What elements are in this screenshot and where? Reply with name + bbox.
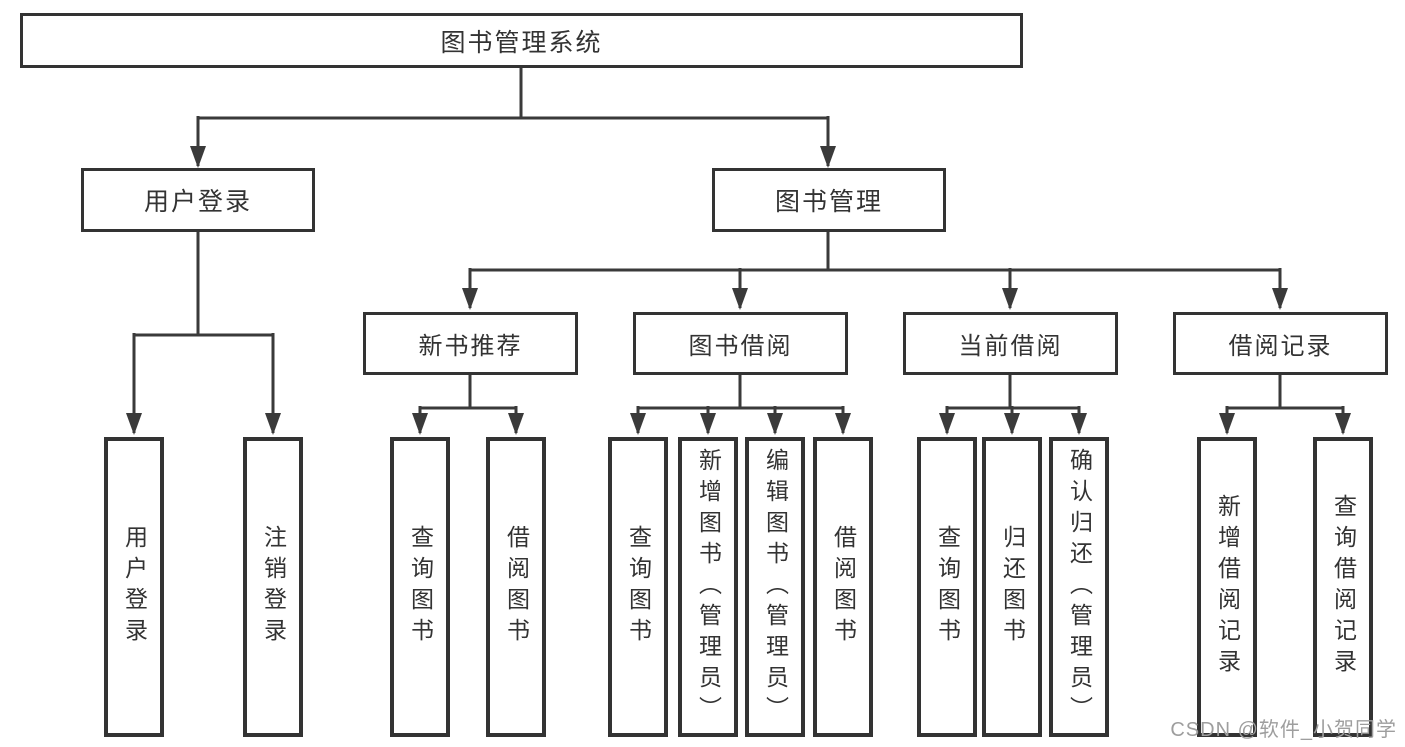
node-current-borrowing: 当前借阅 bbox=[903, 312, 1118, 375]
leaf-user-login: 用户登录 bbox=[104, 437, 164, 737]
leaf-confirm-return-admin: 确认归还（管理员） bbox=[1049, 437, 1109, 737]
leaf-return-books: 归还图书 bbox=[982, 437, 1042, 737]
leaf-logout: 注销登录 bbox=[243, 437, 303, 737]
node-book-management-branch: 图书管理 bbox=[712, 168, 946, 232]
leaf-borrow-books-recommend: 借阅图书 bbox=[486, 437, 546, 737]
leaf-add-books-admin: 新增图书（管理员） bbox=[678, 437, 738, 737]
leaf-query-borrow-record: 查询借阅记录 bbox=[1313, 437, 1373, 737]
node-user-login-branch: 用户登录 bbox=[81, 168, 315, 232]
leaf-query-books-borrowing: 查询图书 bbox=[608, 437, 668, 737]
node-book-borrowing: 图书借阅 bbox=[633, 312, 848, 375]
leaf-query-books-recommend: 查询图书 bbox=[390, 437, 450, 737]
leaf-borrow-books-borrowing: 借阅图书 bbox=[813, 437, 873, 737]
node-library-management-system: 图书管理系统 bbox=[20, 13, 1023, 68]
leaf-edit-books-admin: 编辑图书（管理员） bbox=[745, 437, 805, 737]
leaf-query-books-current: 查询图书 bbox=[917, 437, 977, 737]
csdn-watermark: CSDN @软件_小贺同学 bbox=[1170, 719, 1397, 741]
leaf-add-borrow-record: 新增借阅记录 bbox=[1197, 437, 1257, 737]
node-borrowing-records: 借阅记录 bbox=[1173, 312, 1388, 375]
node-new-book-recommend: 新书推荐 bbox=[363, 312, 578, 375]
